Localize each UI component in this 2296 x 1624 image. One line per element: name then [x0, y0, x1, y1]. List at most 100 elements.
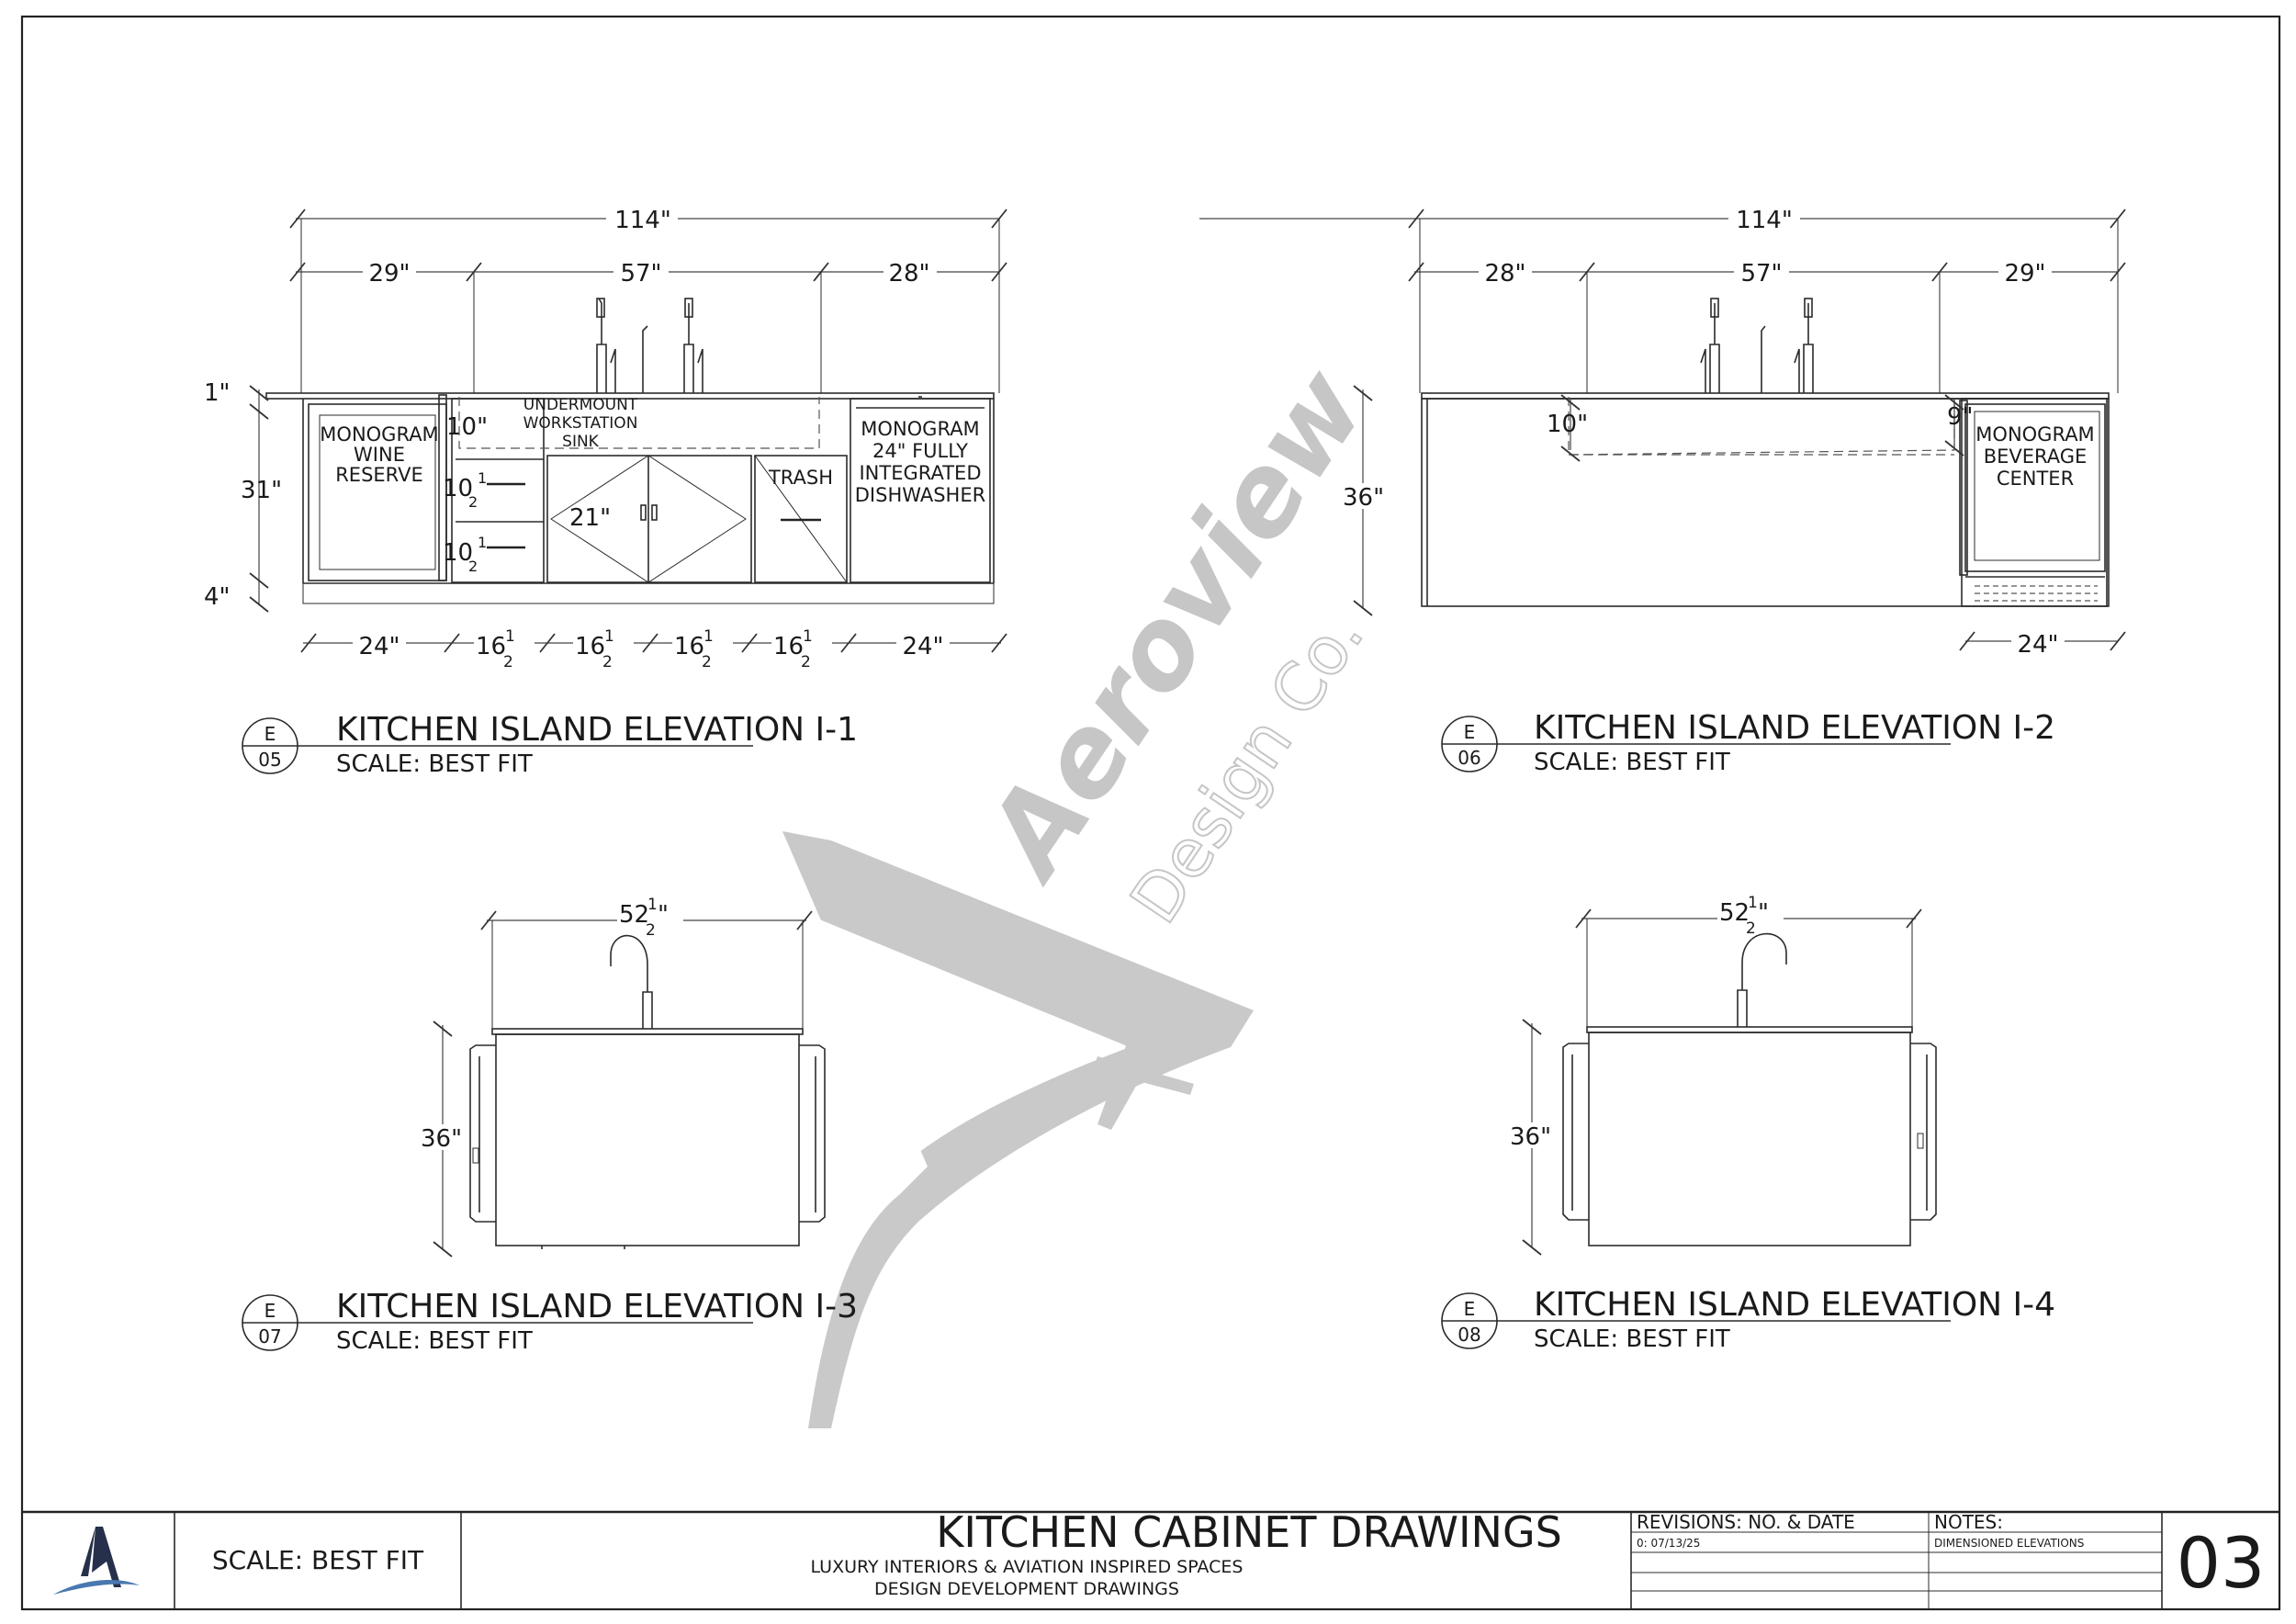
dim-bottom-right-2: 24"	[2017, 631, 2058, 659]
svg-text:07: 07	[258, 1325, 281, 1348]
vent-grille-icon	[1975, 585, 2098, 602]
dims-sixteen-half: 16 1 2 16 1 2 16 1 2 16 1 2	[474, 627, 832, 671]
sink-label-1: UNDERMOUNT	[523, 396, 638, 414]
svg-text:2: 2	[646, 921, 656, 940]
frac-num-a: 1	[478, 469, 487, 487]
dw-label-2: 24" FULLY	[872, 440, 968, 462]
dim-left: 29"	[368, 260, 410, 288]
svg-text:E: E	[1464, 1298, 1476, 1320]
elevation-scale-i4: SCALE: BEST FIT	[1534, 1325, 1730, 1353]
elevation-tag-i1: E 05 KITCHEN ISLAND ELEVATION I-1 SCALE:…	[242, 711, 858, 778]
elevation-i4: 52 1 2 " 36"	[1508, 894, 1937, 1256]
bev-label-1: MONOGRAM	[1975, 423, 2094, 445]
dims-top	[289, 209, 1007, 393]
svg-text:1: 1	[803, 627, 813, 646]
dim-height-2: 36"	[1343, 484, 1384, 512]
svg-text:2: 2	[801, 653, 811, 671]
frac-den-b: 2	[468, 558, 478, 575]
faucet-icon-2	[1700, 298, 1814, 393]
elevation-tag-i2: E 06 KITCHEN ISLAND ELEVATION I-2 SCALE:…	[1441, 709, 2055, 776]
dim-height-4: 36"	[1510, 1123, 1551, 1151]
svg-text:E: E	[264, 1300, 276, 1322]
brand-logo-icon	[53, 1527, 140, 1595]
title-block-scale: SCALE: BEST FIT	[212, 1545, 424, 1575]
dim-sink-right-2: 9"	[1947, 403, 1974, 431]
dim-overall: 114"	[614, 207, 671, 234]
dim-center-2: 57"	[1740, 260, 1782, 288]
svg-text:1: 1	[647, 896, 658, 914]
svg-text:1: 1	[505, 627, 515, 646]
dim-height-3: 36"	[421, 1125, 462, 1153]
dim-drawer-mid: 10	[443, 475, 473, 502]
revision-1: 0: 07/13/25	[1637, 1537, 1700, 1550]
dim-left-2: 28"	[1484, 260, 1525, 288]
svg-text:52: 52	[619, 901, 649, 929]
wine-label-1: MONOGRAM	[320, 423, 438, 445]
note-1: DIMENSIONED ELEVATIONS	[1934, 1537, 2084, 1550]
svg-text:05: 05	[258, 749, 281, 771]
sheet-border	[20, 15, 2281, 1611]
dim-drawer-top: 10"	[446, 413, 488, 441]
svg-text:16: 16	[674, 633, 704, 660]
drawing-title: KITCHEN CABINET DRAWINGS	[936, 1507, 1562, 1557]
dw-label-4: DISHWASHER	[855, 484, 985, 506]
revisions-header: REVISIONS: NO. & DATE	[1637, 1511, 1855, 1533]
watermark: Aeroview Design Co.	[782, 346, 1392, 1428]
watermark-logo-icon	[782, 831, 1254, 1428]
svg-text:16: 16	[773, 633, 804, 660]
sheet-number: 03	[2177, 1522, 2266, 1604]
elevation-scale-i1: SCALE: BEST FIT	[336, 750, 533, 778]
faucet-icon-3	[610, 934, 653, 1029]
dim-center: 57"	[620, 260, 661, 288]
svg-text:1: 1	[703, 627, 714, 646]
dim-bottom-right: 24"	[902, 633, 943, 660]
svg-text:1: 1	[604, 627, 614, 646]
svg-text:2: 2	[1746, 919, 1756, 938]
elevation-tag-i4: E 08 KITCHEN ISLAND ELEVATION I-4 SCALE:…	[1441, 1286, 2055, 1353]
wine-label-2: WINE	[354, 444, 405, 466]
dim-right: 28"	[888, 260, 929, 288]
dim-right-2: 29"	[2004, 260, 2045, 288]
dim-top: 1"	[204, 379, 231, 407]
dim-toe: 4"	[204, 583, 231, 611]
svg-text:E: E	[1464, 721, 1476, 743]
drawing-subtitle-2: DESIGN DEVELOPMENT DRAWINGS	[874, 1579, 1179, 1599]
svg-text:06: 06	[1458, 747, 1480, 769]
sink-label-2: WORKSTATION	[523, 414, 638, 433]
sink-label-3: SINK	[562, 433, 600, 451]
dim-sink-diag: 21"	[569, 504, 611, 532]
svg-text:08: 08	[1458, 1324, 1480, 1346]
trash-label: TRASH	[768, 467, 833, 489]
frac-den-a: 2	[468, 493, 478, 511]
elevation-title-i3: KITCHEN ISLAND ELEVATION I-3	[336, 1288, 858, 1325]
elevation-title-i1: KITCHEN ISLAND ELEVATION I-1	[336, 711, 858, 749]
elevation-tag-i3: E 07 KITCHEN ISLAND ELEVATION I-3 SCALE:…	[242, 1288, 858, 1355]
dim-bottom-left: 24"	[358, 633, 400, 660]
dim-width-3: 52 1 2 "	[619, 896, 669, 940]
dim-sink-left-2: 10"	[1547, 411, 1588, 438]
dim-overall-2: 114"	[1736, 207, 1793, 234]
svg-text:2: 2	[702, 653, 712, 671]
elevation-scale-i3: SCALE: BEST FIT	[336, 1327, 533, 1355]
drawing-subtitle-1: LUXURY INTERIORS & AVIATION INSPIRED SPA…	[811, 1557, 1244, 1577]
svg-text:16: 16	[575, 633, 605, 660]
dw-label-1: MONOGRAM	[861, 418, 979, 440]
bev-label-3: CENTER	[1997, 468, 2074, 490]
elevation-scale-i2: SCALE: BEST FIT	[1534, 749, 1730, 776]
faucet-icon	[596, 298, 703, 393]
svg-text:16: 16	[476, 633, 506, 660]
elevation-i1: 114" 29" 57" 28" MONOGRAM WINE	[204, 207, 1007, 671]
svg-text:": "	[1758, 899, 1769, 927]
faucet-icon-4	[1737, 932, 1787, 1027]
svg-text:E: E	[264, 723, 276, 745]
notes-header: NOTES:	[1934, 1511, 2003, 1533]
svg-text:": "	[658, 901, 669, 929]
wine-label-3: RESERVE	[335, 464, 423, 486]
elevation-title-i4: KITCHEN ISLAND ELEVATION I-4	[1534, 1286, 2055, 1324]
elevation-title-i2: KITCHEN ISLAND ELEVATION I-2	[1534, 709, 2055, 747]
elevation-i3: 52 1 2 " 36"	[419, 896, 826, 1257]
elevation-i2: 114" 28" 57" 29"	[1199, 207, 2126, 659]
frac-num-b: 1	[478, 534, 487, 551]
svg-text:52: 52	[1719, 899, 1750, 927]
